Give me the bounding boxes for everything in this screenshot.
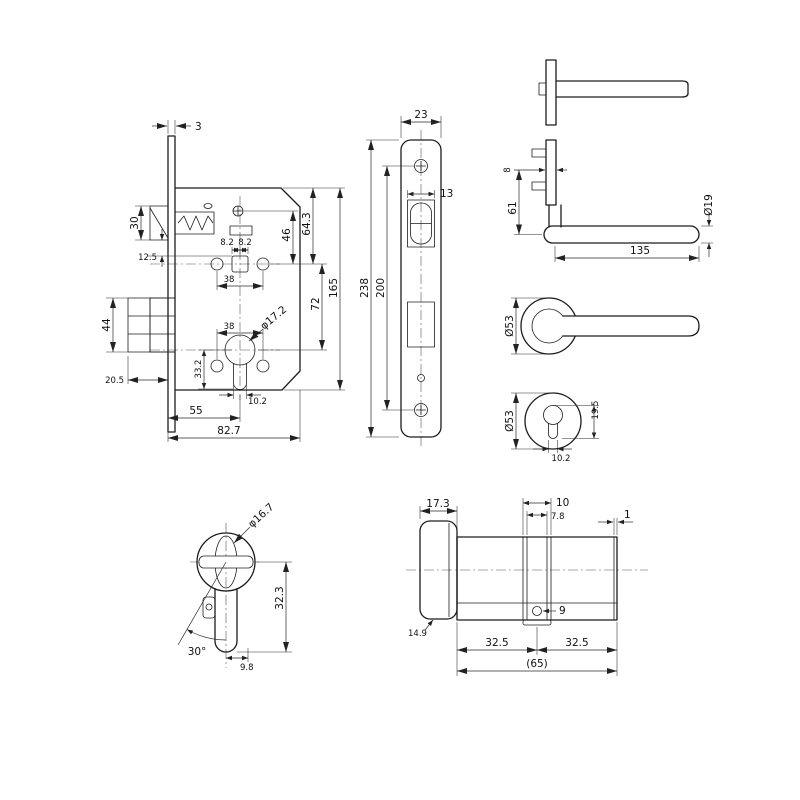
cam-tab-screw (205, 603, 213, 611)
dim-cam-screw-offset: 9 (559, 605, 566, 617)
cylinder-lobe (214, 588, 238, 653)
deadbolt (127, 297, 176, 353)
dim-cam-width: 10 (556, 497, 569, 509)
rosette-collar (531, 308, 567, 344)
keyhole-circle (543, 405, 563, 425)
dim-deadbolt-height: 44 (101, 318, 113, 332)
faceplate-dimensions: 23 13 238 200 (359, 109, 453, 438)
lock-faceplate-edge (167, 135, 176, 433)
fixing-boss-upper (531, 148, 547, 158)
dim-cylinder-dia: φ17.2 (258, 304, 289, 333)
latch-spring (177, 215, 214, 231)
dim-escutcheon-dia: Ø53 (504, 410, 516, 432)
keyhole-slot (548, 423, 558, 439)
spindle-hole (231, 255, 249, 273)
dim-case-height: 165 (328, 278, 340, 298)
cam-screw (532, 606, 542, 616)
view-faceplate: 23 13 238 200 (359, 109, 453, 447)
cylinder-body (456, 536, 618, 621)
view-rosette: Ø53 (504, 297, 700, 355)
faceplate-pin-hole (417, 374, 425, 382)
dim-latch-offset: 12.5 (138, 253, 157, 263)
grip-top-view (555, 80, 689, 98)
cylinder-hole (210, 334, 270, 390)
view-handle: 8 61 135 Ø19 (503, 59, 715, 262)
dim-spindle-to-cylinder: 72 (310, 297, 322, 310)
escutcheon-dimensions: Ø53 19.5 10.2 (504, 392, 601, 464)
faceplate-outline (400, 139, 442, 438)
dim-thumbturn-dia: φ16.7 (246, 501, 277, 530)
dim-faceplate-thickness: 3 (195, 121, 202, 133)
faceplate-bolt-cutout (407, 301, 435, 348)
spindle-hub-top (538, 82, 547, 96)
latch-tail (175, 211, 215, 235)
dim-cylinder-height: 32.3 (274, 586, 286, 609)
dim-neck-height: 61 (507, 201, 519, 214)
dim-deadbolt-throw: 20.5 (105, 376, 124, 386)
handle-dimensions: 8 61 135 Ø19 (503, 167, 715, 262)
dim-spindle-half-b: 8.2 (238, 238, 252, 248)
faceplate-latch-cutout (407, 199, 435, 248)
view-lock-body: 3 30 12.5 44 20.5 8.2 8.2 (101, 120, 345, 442)
case-pin (203, 203, 213, 209)
dim-cam-offset-front: 9.8 (240, 663, 254, 673)
rosette-lever (562, 315, 700, 337)
dim-knob-width: 17.3 (426, 498, 449, 510)
dim-rose-thickness: 8 (503, 167, 513, 172)
view-escutcheon: Ø53 19.5 10.2 (504, 392, 601, 464)
dim-cyl-to-bottom: 33.2 (194, 360, 204, 379)
view-cylinder-front: φ16.7 32.3 30° 9.8 (177, 501, 292, 673)
dim-backset: 55 (189, 405, 202, 417)
dim-top-to-spindle: 64.3 (301, 212, 313, 235)
case-slot (229, 225, 253, 236)
handle-top-view (538, 59, 689, 126)
dim-half-b: 32.5 (565, 637, 588, 649)
dim-screw-distance: 200 (375, 278, 387, 298)
handle-neck (548, 204, 562, 228)
faceplate-screw-top (414, 159, 428, 173)
dim-screw-to-spindle: 46 (281, 228, 293, 242)
dim-latch-height: 30 (129, 216, 141, 229)
spindle-side-hole-left (210, 257, 224, 271)
fixing-boss-lower (531, 181, 547, 191)
dim-case-depth: 82.7 (217, 425, 240, 437)
dim-knob-depth: 14.9 (408, 629, 427, 639)
dim-escutcheon-keyway: 10.2 (552, 454, 571, 464)
lock-case-outline (174, 187, 301, 391)
dim-cam-angle: 30° (188, 646, 207, 658)
dim-cam-inner: 7.8 (551, 512, 565, 522)
latch-bolt (149, 205, 169, 241)
cylinder-cam (522, 537, 552, 620)
cylinder-side-dimensions: 17.3 10 7.8 1 14.9 9 32.5 32.5 (408, 497, 633, 676)
dim-latch-width: 13 (440, 188, 453, 200)
dim-cylinder-span: 38 (224, 322, 235, 332)
dim-grip-dia: Ø19 (703, 194, 715, 216)
dim-total-length: (65) (526, 658, 548, 670)
cam-tab (202, 596, 216, 619)
handle-side-view (531, 139, 700, 244)
lock-body-dimensions: 3 30 12.5 44 20.5 8.2 8.2 (101, 120, 345, 442)
rose-side-view (545, 139, 557, 206)
handle-grip (543, 225, 700, 244)
escutcheon-outer (524, 392, 582, 450)
dim-keyhole-height: 19.5 (591, 401, 601, 420)
rose-top-view (545, 59, 557, 126)
dim-spindle-half-a: 8.2 (220, 238, 234, 248)
faceplate-screw-bottom (414, 403, 428, 417)
dim-grip-length: 135 (630, 245, 650, 257)
dim-keyway-width: 10.2 (248, 397, 267, 407)
view-cylinder-side: 17.3 10 7.8 1 14.9 9 32.5 32.5 (406, 497, 648, 676)
cam-lobe (522, 619, 552, 626)
dim-half-a: 32.5 (485, 637, 508, 649)
rosette-dimensions: Ø53 (504, 297, 549, 355)
spindle-side-hole-right (256, 257, 270, 271)
dim-rosette-dia: Ø53 (504, 315, 516, 337)
dim-faceplate-length: 238 (359, 278, 371, 298)
dim-spindle-span: 38 (224, 275, 235, 285)
dim-end-step: 1 (624, 509, 631, 521)
dim-faceplate-width: 23 (414, 109, 427, 121)
